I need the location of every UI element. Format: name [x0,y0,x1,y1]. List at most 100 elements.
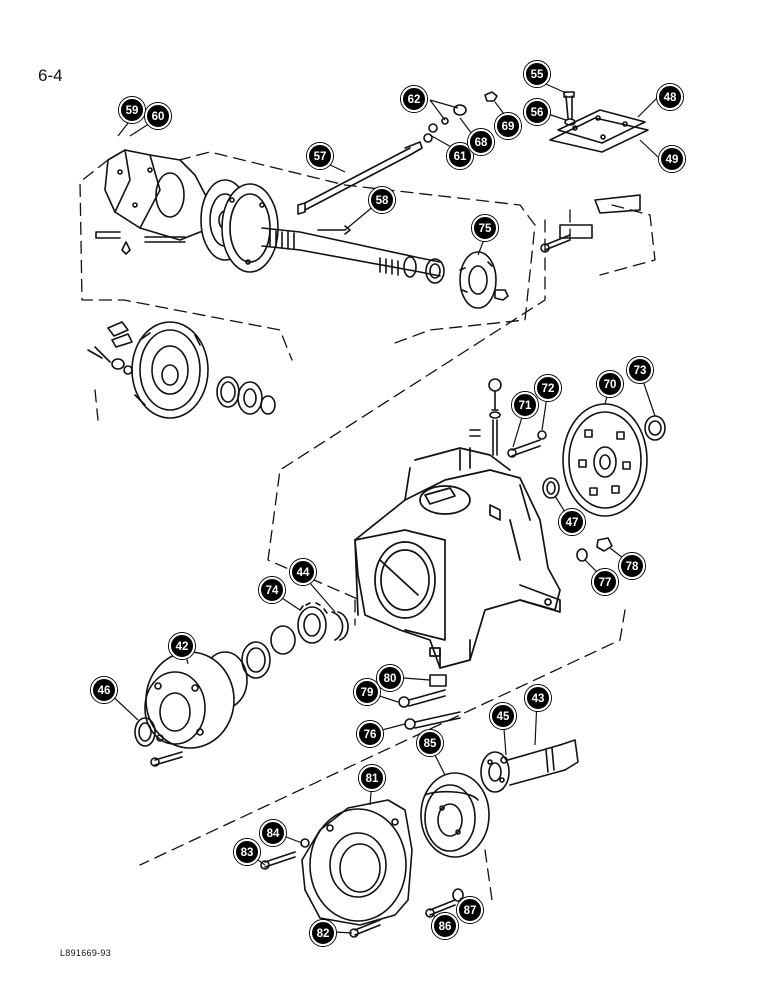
callout-ring [358,764,386,792]
callout-86: 86 [431,912,459,940]
callout-79: 79 [353,678,381,706]
callout-ring [353,678,381,706]
callout-circle [490,703,516,729]
callout-80: 80 [376,664,404,692]
callout-ring [534,374,562,402]
callout-circle [524,99,550,125]
callout-label: 44 [297,567,310,579]
callout-circle [512,392,538,418]
callout-label: 83 [241,847,254,859]
callout-73: 73 [626,356,654,384]
callout-44: 44 [289,558,317,586]
callout-ring [626,356,654,384]
callout-ring [306,142,334,170]
vent-and-bolt [469,378,547,458]
callout-circle [377,665,403,691]
callout-label: 62 [408,94,421,106]
callout-84: 84 [259,819,287,847]
callout-label: 74 [266,585,279,597]
callout-55: 55 [523,60,551,88]
callout-ring [656,83,684,111]
callout-circle [627,357,653,383]
callout-58: 58 [368,186,396,214]
callout-circle [169,633,195,659]
callout-42: 42 [168,632,196,660]
callout-label: 77 [599,577,612,589]
callout-circle [357,721,383,747]
callout-circle [119,97,145,123]
callout-circle [468,129,494,155]
callout-circle [472,215,498,241]
callout-label: 68 [475,137,488,149]
callout-label: 60 [152,111,165,123]
sheave-pulley [420,772,490,858]
callout-ring [591,568,619,596]
callout-69: 69 [494,112,522,140]
callout-87: 87 [456,896,484,924]
mount-bracket [540,194,641,253]
clutch-disc [542,403,666,562]
callout-label: 45 [497,711,510,723]
callout-ring [511,391,539,419]
callout-circle [259,577,285,603]
callout-70: 70 [596,370,624,398]
callout-ring [259,819,287,847]
callout-ring [523,98,551,126]
long-bolts [398,674,461,730]
callout-label: 76 [364,729,377,741]
callout-78: 78 [618,552,646,580]
callout-circle [592,569,618,595]
callout-76: 76 [356,720,384,748]
output-flange [459,251,509,309]
callout-circle [91,677,117,703]
callout-81: 81 [358,764,386,792]
callout-label: 61 [454,151,467,163]
callout-circle [260,820,286,846]
callout-68: 68 [467,128,495,156]
drive-pulley [87,321,276,419]
callout-57: 57 [306,142,334,170]
callout-label: 48 [664,92,677,104]
callout-49: 49 [658,145,686,173]
callout-ring [446,142,474,170]
figure-code: L891669-93 [60,948,112,958]
callout-label: 72 [542,383,555,395]
callout-label: 58 [376,195,389,207]
callout-label: 47 [566,517,579,529]
callout-circle [310,920,336,946]
callout-ring [144,102,172,130]
callout-71: 71 [511,391,539,419]
callout-circle [290,559,316,585]
callout-label: 70 [604,379,617,391]
callout-circle [307,143,333,169]
callout-circle [659,146,685,172]
callout-83: 83 [233,838,261,866]
gearbox-housing [354,447,561,669]
callout-ring [467,128,495,156]
callout-circle [619,553,645,579]
callout-ring [376,664,404,692]
callout-label: 82 [317,928,330,940]
callout-ring [618,552,646,580]
callout-60: 60 [144,102,172,130]
output-shaft [480,739,579,793]
callout-label: 78 [626,561,639,573]
callout-62: 62 [400,85,428,113]
callout-46: 46 [90,676,118,704]
callout-ring [658,145,686,173]
callout-circle [401,86,427,112]
callout-ring [489,702,517,730]
callout-label: 87 [464,905,477,917]
callout-82: 82 [309,919,337,947]
callout-circle [657,84,683,110]
callout-label: 69 [502,121,515,133]
page-number: 6-4 [38,66,63,85]
callout-label: 42 [176,641,189,653]
callout-ring [431,912,459,940]
callout-ring [258,576,286,604]
callout-74: 74 [258,576,286,604]
callout-label: 43 [532,693,545,705]
callout-label: 85 [424,738,437,750]
